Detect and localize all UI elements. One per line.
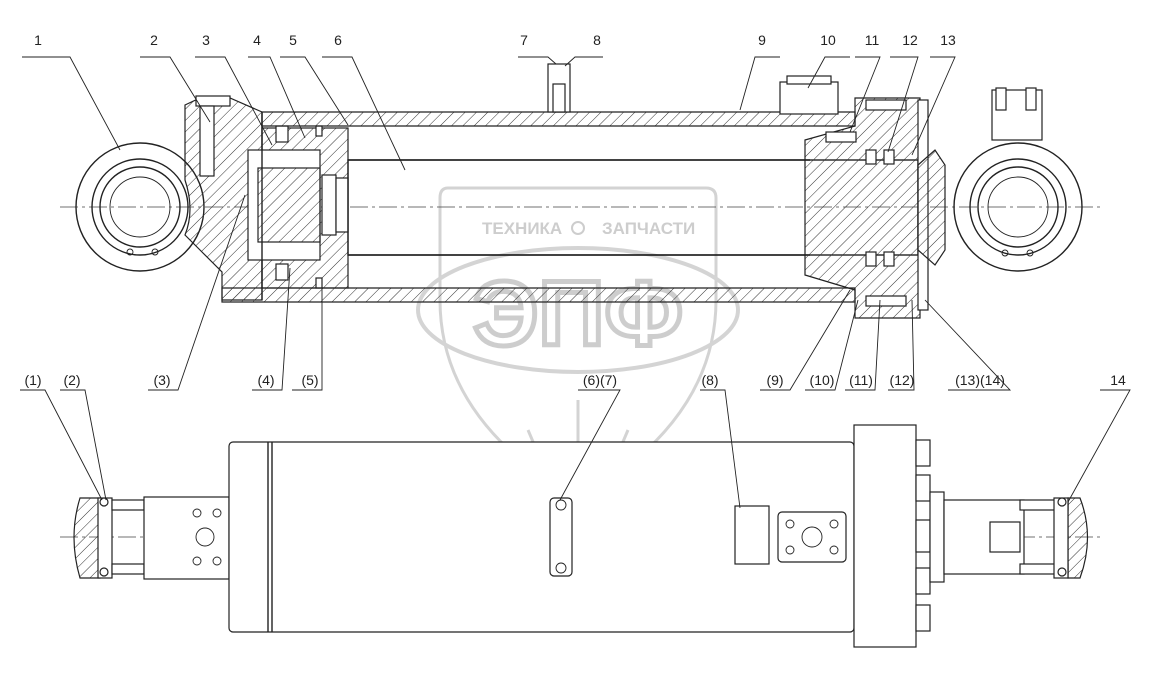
- callout-p9: (9): [766, 372, 783, 388]
- callout-p5: (5): [301, 372, 318, 388]
- callout-8: 8: [593, 32, 601, 48]
- callout-p6-7: (6)(7): [583, 372, 617, 388]
- leader-lines: [20, 56, 1131, 509]
- callout-p8: (8): [701, 372, 718, 388]
- callout-p2: (2): [63, 372, 80, 388]
- callout-3: 3: [202, 32, 210, 48]
- callout-1: 1: [34, 32, 42, 48]
- callout-p11: (11): [849, 372, 873, 388]
- mid-callouts: (3) (4) (5) (9) (10) (11) (12) (13)(14): [153, 372, 1004, 388]
- callout-4: 4: [253, 32, 261, 48]
- callout-2: 2: [150, 32, 158, 48]
- exterior-view: [60, 424, 1100, 648]
- watermark-right-text: ЗАПЧАСТИ: [602, 219, 695, 238]
- callout-6: 6: [334, 32, 342, 48]
- callout-7: 7: [520, 32, 528, 48]
- callout-p3: (3): [153, 372, 170, 388]
- watermark-ellipse: [416, 246, 740, 374]
- watermark-left-text: ТЕХНИКА: [482, 219, 562, 238]
- callout-p12: (12): [890, 372, 915, 388]
- callout-14: 14: [1110, 372, 1126, 388]
- callout-p13-14: (13)(14): [955, 372, 1005, 388]
- callout-12: 12: [902, 32, 918, 48]
- callout-p4: (4): [257, 372, 274, 388]
- callout-11: 11: [865, 32, 880, 48]
- watermark-logo: ЭПФ: [473, 263, 683, 365]
- callout-10: 10: [820, 32, 836, 48]
- callout-13: 13: [940, 32, 956, 48]
- callout-9: 9: [758, 32, 766, 48]
- top-callouts: 1 2 3 4 5 6 7 8 9 10 11 12 13: [34, 32, 956, 48]
- callout-p10: (10): [810, 372, 835, 388]
- section-view: [60, 63, 1100, 319]
- lower-callouts: (1) (2) (6)(7) (8) 14: [24, 372, 1126, 388]
- callout-p1: (1): [24, 372, 41, 388]
- callout-5: 5: [289, 32, 297, 48]
- gear-icon: [571, 221, 585, 235]
